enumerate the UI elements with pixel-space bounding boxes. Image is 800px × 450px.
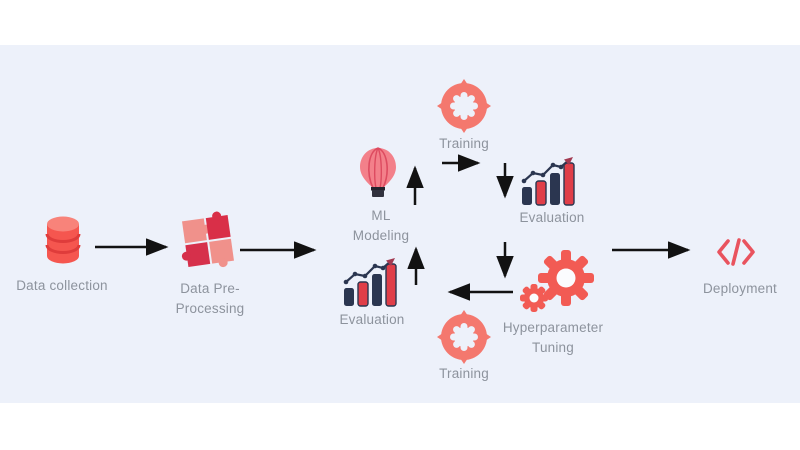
evaluation-bottom-label: Evaluation [339,312,405,327]
evaluation-top-label: Evaluation [519,210,585,225]
data-collection-label: Data collection [16,278,108,293]
diagram-canvas [0,45,800,403]
bar-chart-trend-icon [520,157,582,207]
code-icon [716,237,756,267]
database-icon [44,215,82,265]
data-preprocessing-label: Data Pre- Processing [175,281,245,316]
ml-modeling-label: ML Modeling [352,208,410,243]
puzzle-icon [181,211,234,268]
gear-ring-icon [434,76,494,136]
hot-air-balloon-icon [356,146,400,202]
gear-ring-icon [434,307,494,367]
bar-chart-trend-icon [342,258,404,308]
gears-icon [514,246,594,316]
deployment-label: Deployment [702,281,778,296]
hyperparameter-tuning-label: Hyperparameter Tuning [502,320,604,355]
training-bottom-label: Training [439,366,489,381]
training-top-label: Training [439,136,489,151]
